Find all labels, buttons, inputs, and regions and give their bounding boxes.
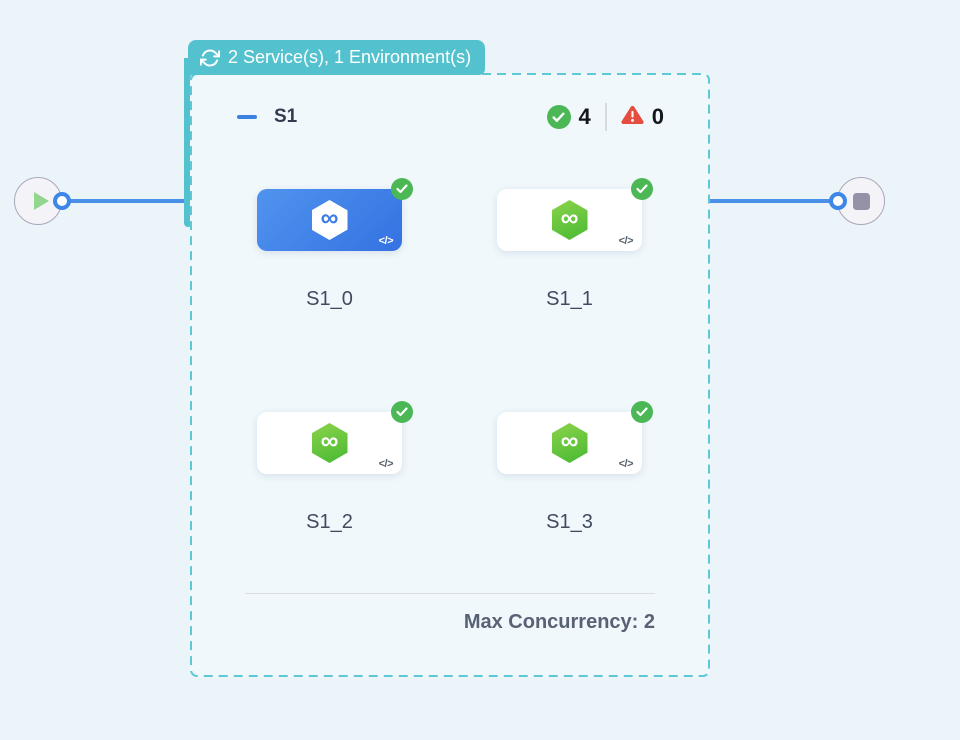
service-card[interactable]: ∞ </> [497,401,653,474]
group-title: S1 [274,106,298,127]
service-name: S1_0 [306,288,353,310]
service-name: S1_1 [546,288,593,310]
footer-divider [245,593,655,594]
dashed-border [190,73,710,677]
service-hexagon-icon: ∞ [551,423,588,463]
service-card[interactable]: ∞ </> [497,178,653,251]
group-header: S1 4 0 [237,103,664,131]
stop-icon [852,192,870,210]
service-cell: ∞ </> S1_0 [257,178,413,311]
error-count: 0 [651,104,664,129]
max-concurrency-label: Max Concurrency: 2 [463,611,655,633]
success-badge-icon [631,401,653,423]
success-check-icon [546,105,571,129]
service-cell: ∞ </> S1_2 [257,401,413,534]
infinity-icon: ∞ [320,427,339,455]
infinity-icon: ∞ [320,204,339,232]
error-warning-icon [621,105,644,130]
service-name: S1_3 [546,511,593,533]
stage-summary-badge: 2 Service(s), 1 Environment(s) [188,40,486,75]
success-count: 4 [578,104,591,129]
service-hexagon-icon: ∞ [311,423,348,463]
success-badge-icon [631,178,653,200]
service-cell: ∞ </> S1_1 [497,178,653,311]
collapse-toggle-minus-icon[interactable] [237,115,257,119]
code-icon: </> [618,235,634,247]
code-icon: </> [618,458,634,470]
status-counts: 4 0 [546,103,664,131]
service-cell: ∞ </> S1_3 [497,401,653,534]
code-icon: </> [378,458,394,470]
connector-port-right [829,192,847,210]
start-node [14,177,62,225]
refresh-icon [200,48,220,68]
stage-summary-label: 2 Service(s), 1 Environment(s) [228,47,472,67]
service-card[interactable]: ∞ </> [257,178,413,251]
service-hexagon-icon: ∞ [311,200,348,240]
success-badge-icon [391,401,413,423]
connector-line-left [60,199,186,203]
connector-line-right [706,199,840,203]
stage-group-panel: S1 4 0 ∞ </> S1_0 [190,73,710,677]
code-icon: </> [378,235,394,247]
service-hexagon-icon: ∞ [551,200,588,240]
service-name: S1_2 [306,511,353,533]
infinity-icon: ∞ [560,204,579,232]
success-badge-icon [391,178,413,200]
connector-port-left [53,192,71,210]
infinity-icon: ∞ [560,427,579,455]
play-icon [33,192,49,210]
service-card[interactable]: ∞ </> [257,401,413,474]
stage-badge-tail [184,58,192,227]
count-divider [604,103,607,131]
